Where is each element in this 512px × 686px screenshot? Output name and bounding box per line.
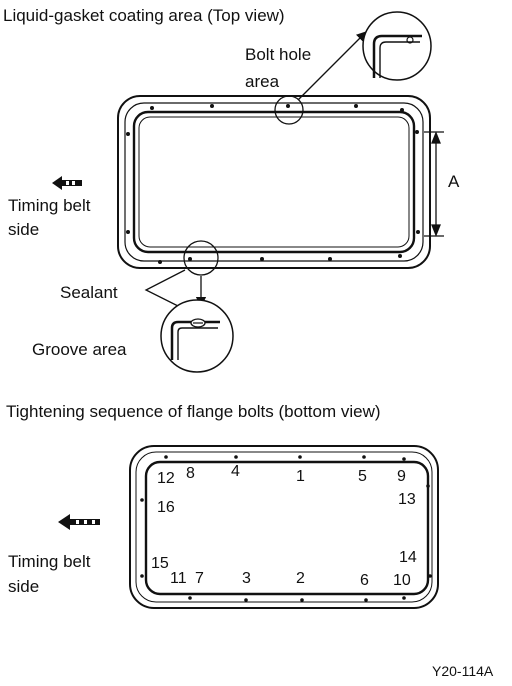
top-pan-bolt-holes	[126, 104, 420, 264]
timing-belt-arrow-top	[52, 176, 82, 190]
bolt-number-8: 8	[186, 465, 195, 482]
bolt-number-16: 16	[157, 499, 175, 516]
bolt-hole-label-line1: Bolt hole	[245, 45, 312, 64]
bolt-number-3: 3	[242, 570, 251, 587]
bolt-hole-area-marker	[274, 95, 304, 125]
bolt-number-13: 13	[398, 491, 416, 508]
timing-belt-label-bottom-line1: Timing belt	[8, 552, 91, 571]
bolt-number-2: 2	[296, 570, 305, 587]
groove-detail	[160, 299, 234, 373]
bolt-sequence-numbers: 1 2 3 4 5 6 7 8 9 10 11 12 13 14 15 16	[151, 463, 417, 589]
bottom-pan-outline	[129, 445, 439, 609]
dimension-a-label: A	[448, 172, 460, 191]
bolt-number-6: 6	[360, 572, 369, 589]
dimension-a-arrow	[424, 131, 444, 237]
bolt-number-11: 11	[170, 570, 187, 587]
groove-area-marker	[183, 240, 219, 276]
bolt-hole-detail	[362, 11, 432, 81]
bolt-number-15: 15	[151, 555, 169, 572]
figure-code: Y20-114A	[432, 663, 494, 679]
timing-belt-arrow-bottom	[58, 514, 100, 530]
bottom-pan-bolt-holes	[140, 455, 432, 602]
bolt-number-10: 10	[393, 572, 411, 589]
top-pan-outline	[117, 95, 431, 269]
bolt-hole-leader	[297, 31, 367, 101]
sealant-label: Sealant	[60, 283, 118, 302]
bolt-number-9: 9	[397, 468, 406, 485]
bottom-title: Tightening sequence of flange bolts (bot…	[6, 402, 381, 421]
bolt-number-14: 14	[399, 549, 417, 566]
bolt-number-1: 1	[296, 468, 305, 485]
bolt-number-7: 7	[195, 570, 204, 587]
bolt-number-5: 5	[358, 468, 367, 485]
timing-belt-label-bottom-line2: side	[8, 577, 40, 596]
groove-area-label: Groove area	[32, 340, 127, 359]
bolt-number-4: 4	[231, 463, 240, 480]
top-title: Liquid-gasket coating area (Top view)	[3, 6, 285, 25]
timing-belt-label-top-line1: Timing belt	[8, 196, 91, 215]
timing-belt-label-top-line2: side	[8, 220, 40, 239]
bolt-number-12: 12	[157, 470, 175, 487]
bolt-hole-label-line2: area	[245, 72, 280, 91]
